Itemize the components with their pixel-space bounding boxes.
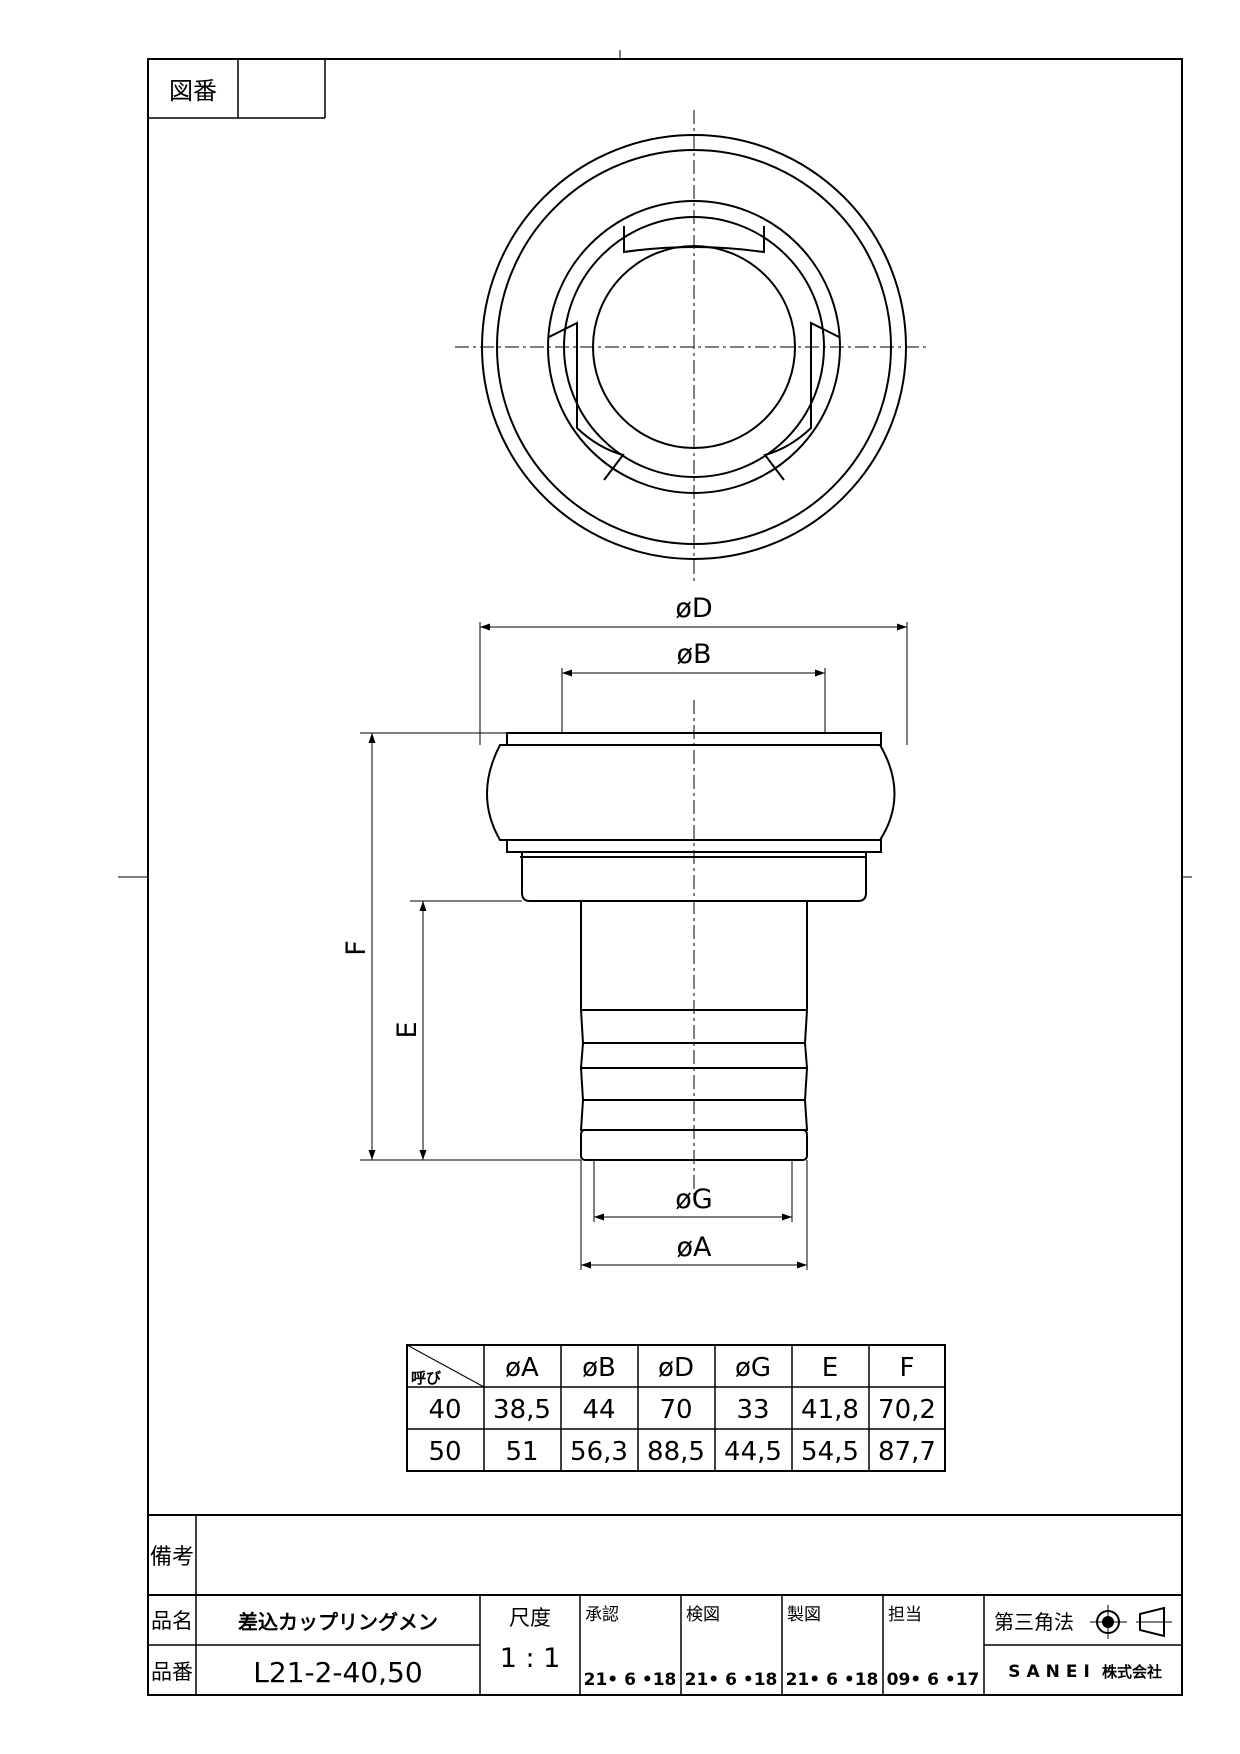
drawing-number-label: 図番 [169, 77, 217, 105]
table-cell: 41,8 [801, 1395, 859, 1425]
approval-date: 21• 6 •18 [584, 1670, 677, 1690]
third-angle-projection-icon [1090, 1605, 1172, 1639]
table-cell: 88,5 [647, 1437, 705, 1467]
side-view: øD øB øG øA F E [341, 593, 908, 1270]
scale-value: 1 : 1 [500, 1643, 561, 1674]
table-cell: 87,7 [878, 1437, 936, 1467]
table-cell: 44 [582, 1395, 615, 1425]
drawing-number-box: 図番 [148, 59, 326, 119]
table-header-a: øA [505, 1353, 539, 1383]
title-block: 備考 品名 差込カップリングメン 品番 L21-2-40,50 尺度 1 : 1… [148, 1514, 1182, 1695]
nut-body [521, 852, 867, 902]
table-cell: 44,5 [724, 1437, 782, 1467]
table-row-size: 40 [428, 1395, 461, 1425]
product-name-label: 品名 [151, 1609, 193, 1633]
scale-label: 尺度 [509, 1606, 551, 1630]
approval-label: 承認 [585, 1605, 619, 1625]
company-name-text: SANEI [1008, 1662, 1096, 1682]
draft-date: 21• 6 •18 [786, 1670, 879, 1690]
dim-label-f: F [341, 940, 372, 956]
product-number: L21-2-40,50 [253, 1656, 422, 1689]
table-header-b: øB [582, 1353, 616, 1383]
company-suffix: 株式会社 [1102, 1663, 1162, 1681]
dim-label-a: øA [677, 1232, 713, 1263]
drawing-frame [147, 58, 1183, 1696]
product-name: 差込カップリングメン [238, 1610, 438, 1634]
draft-label: 製図 [787, 1605, 821, 1625]
check-label: 検図 [686, 1605, 720, 1625]
dim-label-g: øG [675, 1184, 712, 1215]
table-cell: 54,5 [801, 1437, 859, 1467]
dim-label-e: E [392, 1021, 423, 1038]
top-view-centerlines [455, 110, 930, 585]
dimension-lines [368, 623, 907, 1269]
extension-lines [360, 622, 908, 1270]
table-cell: 70 [659, 1395, 692, 1425]
table-row-size: 50 [428, 1437, 461, 1467]
table-corner-label: 呼び [411, 1369, 441, 1387]
top-view-circles [481, 134, 907, 560]
dimension-table: 呼び øA øB øD øG E F 40 38,5 44 70 33 41,8… [406, 1344, 946, 1472]
dim-label-b: øB [676, 639, 711, 670]
table-header-f: F [900, 1353, 915, 1383]
check-date: 21• 6 •18 [685, 1670, 778, 1690]
charge-date: 09• 6 •17 [887, 1670, 980, 1690]
table-header-d: øD [658, 1353, 694, 1383]
table-header-e: E [822, 1353, 838, 1383]
table-cell: 56,3 [570, 1437, 628, 1467]
charge-label: 担当 [888, 1605, 922, 1625]
company-name: SANEI [1008, 1662, 1096, 1682]
flange-rings [486, 732, 896, 858]
table-header-g: øG [735, 1353, 771, 1383]
centering-marks [118, 50, 1192, 878]
table-cell: 51 [505, 1437, 538, 1467]
projection-label: 第三角法 [994, 1610, 1074, 1634]
remarks-label: 備考 [150, 1545, 194, 1570]
table-cell: 70,2 [878, 1395, 936, 1425]
bayonet-tabs [548, 226, 840, 481]
dim-label-d: øD [675, 593, 712, 624]
product-number-label: 品番 [151, 1660, 193, 1684]
table-cell: 38,5 [493, 1395, 551, 1425]
table-cell: 33 [736, 1395, 769, 1425]
top-view [455, 110, 930, 585]
nozzle [579, 901, 809, 1161]
